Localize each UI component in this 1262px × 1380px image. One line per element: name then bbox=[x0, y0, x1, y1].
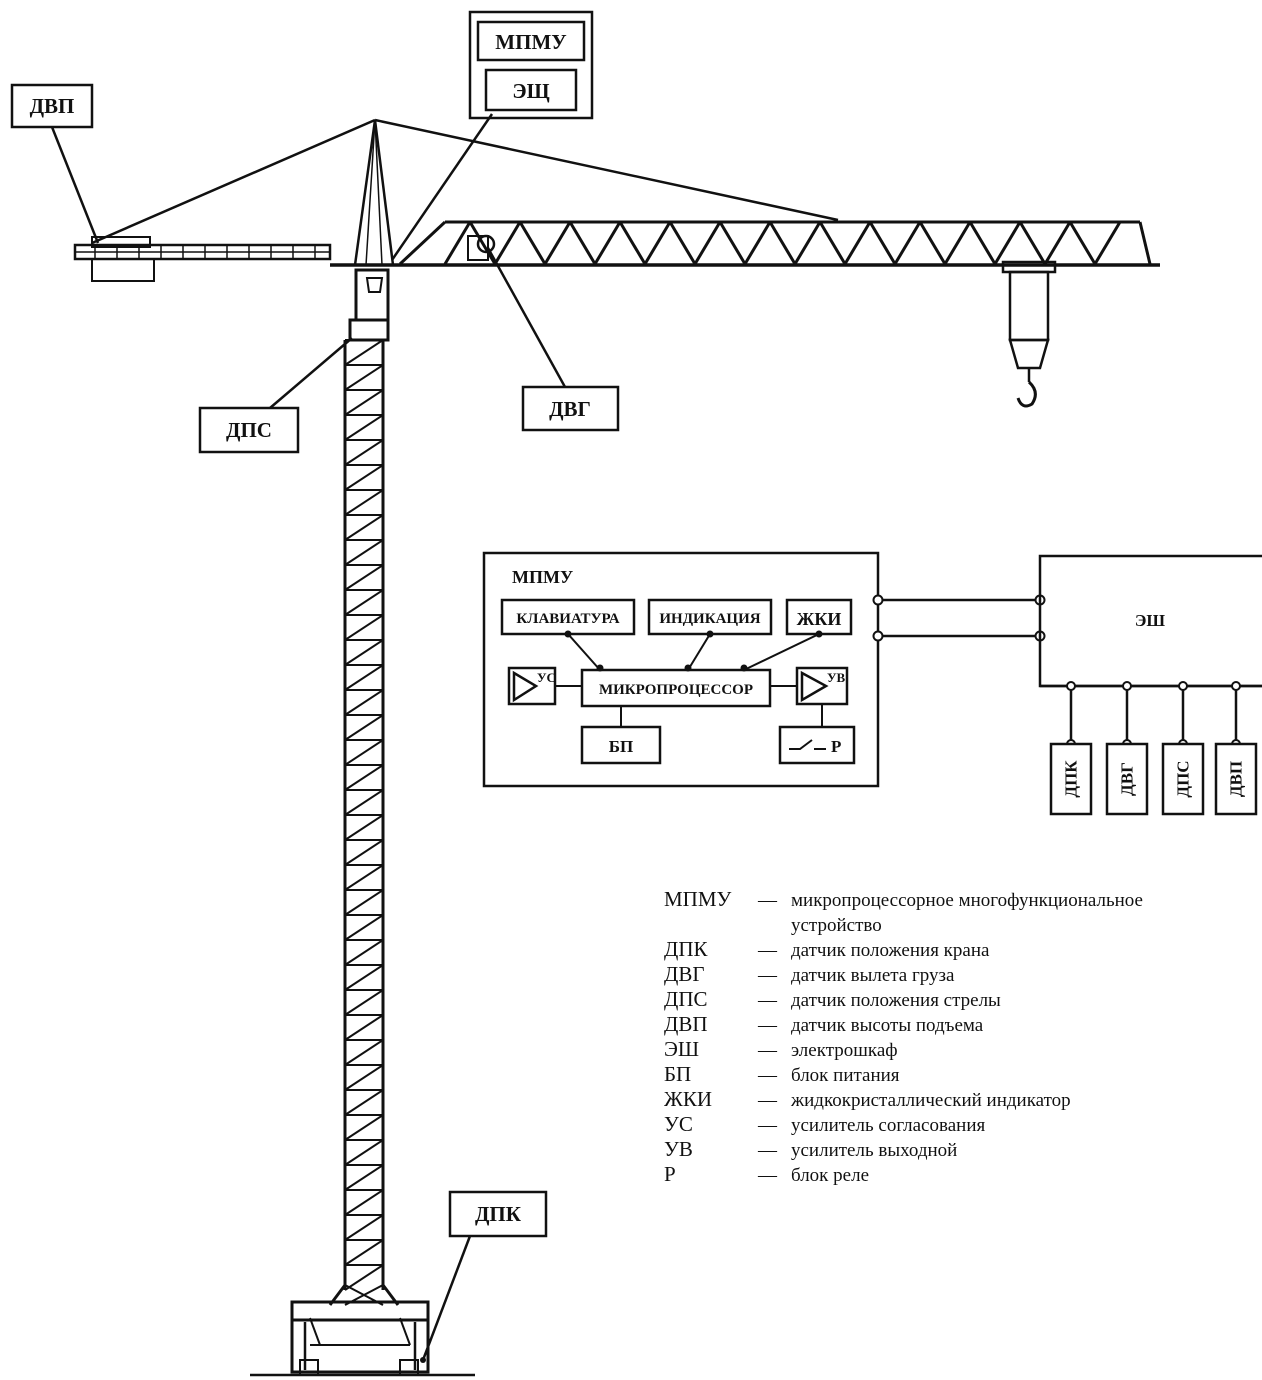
legend-abbr: ДПС bbox=[664, 987, 708, 1011]
sensor-box bbox=[1105, 742, 1149, 816]
sensor-boxes: ДПК ДВГ ДПС ДВП bbox=[1040, 681, 1262, 816]
legend-text: блок питания bbox=[791, 1065, 900, 1086]
legend-dash: — bbox=[757, 1090, 778, 1111]
block-diagram: МПМУ КЛАВИАТУРА ИНДИКАЦИЯ ЖКИ МИКРОПРОЦЕ… bbox=[482, 551, 1262, 816]
counter-jib bbox=[73, 236, 332, 282]
hook-block bbox=[1001, 260, 1057, 408]
legend-text: жидкокристаллический индикатор bbox=[790, 1090, 1071, 1111]
crane-tower bbox=[343, 339, 385, 1291]
legend-dash: — bbox=[757, 890, 778, 911]
esh-block: ЭШ bbox=[1135, 611, 1166, 630]
label-mpmu-crane: МПМУ bbox=[495, 30, 566, 54]
keyboard-block: КЛАВИАТУРА bbox=[516, 611, 619, 627]
jib-truss bbox=[398, 220, 1152, 266]
legend-text: устройство bbox=[791, 915, 882, 936]
legend-dash: — bbox=[757, 940, 778, 961]
label-esh-crane: ЭЩ bbox=[512, 79, 549, 103]
legend-abbr: ДВП bbox=[664, 1012, 708, 1036]
sensor-label-2: ДПС bbox=[1174, 760, 1193, 797]
cabin bbox=[354, 268, 390, 322]
legend-abbr: УВ bbox=[664, 1137, 693, 1161]
legend-text: микропроцессорное многофункциональное bbox=[791, 890, 1143, 911]
slewing-ring bbox=[348, 318, 390, 342]
legend-dash: — bbox=[757, 990, 778, 1011]
legend-abbr: Р bbox=[664, 1162, 676, 1186]
counterweight bbox=[91, 258, 155, 282]
legend-abbr: ДВГ bbox=[664, 962, 704, 986]
sensor-label-0: ДПК bbox=[1062, 760, 1081, 798]
legend-text: датчик положения стрелы bbox=[791, 990, 1001, 1011]
legend-abbr: МПМУ bbox=[664, 887, 732, 911]
label-dps: ДПС bbox=[226, 418, 272, 442]
legend-dash: — bbox=[757, 965, 778, 986]
legend-text: блок реле bbox=[791, 1165, 869, 1186]
legend-abbr: ЖКИ bbox=[664, 1087, 712, 1111]
legend-abbr: УС bbox=[664, 1112, 693, 1136]
relay-block: Р bbox=[831, 737, 841, 756]
legend-text: усилитель выходной bbox=[791, 1140, 957, 1161]
legend-text: датчик положения крана bbox=[791, 940, 990, 961]
crane-base bbox=[290, 1284, 430, 1376]
legend: МПМУ — микропроцессорное многофункциональн… bbox=[664, 887, 1143, 1186]
crane-callouts: ДВП МПМУ ЭЩ ДПС ДВГ ДПК bbox=[10, 10, 620, 1361]
sensor-label-3: ДВП bbox=[1227, 761, 1246, 797]
legend-dash: — bbox=[757, 1165, 778, 1186]
sensor-label-1: ДВГ bbox=[1118, 762, 1137, 796]
legend-dash: — bbox=[757, 1065, 778, 1086]
legend-text: электрошкаф bbox=[791, 1040, 898, 1061]
legend-text: усилитель согласования bbox=[791, 1115, 985, 1136]
indication-block: ИНДИКАЦИЯ bbox=[659, 611, 760, 627]
legend-text: датчик вылета груза bbox=[791, 965, 955, 986]
sensor-box bbox=[1214, 742, 1258, 816]
mpmu-title: МПМУ bbox=[512, 567, 573, 587]
counter-jib-tie bbox=[91, 118, 376, 245]
legend-abbr: БП bbox=[664, 1062, 691, 1086]
label-dvp: ДВП bbox=[30, 94, 75, 118]
label-dpk: ДПК bbox=[475, 1202, 522, 1226]
crane-apex bbox=[353, 119, 395, 266]
us-block: УС bbox=[537, 670, 556, 685]
bp-block: БП bbox=[609, 737, 633, 756]
legend-dash: — bbox=[757, 1140, 778, 1161]
legend-abbr: ДПК bbox=[664, 937, 708, 961]
sensor-box bbox=[1161, 742, 1205, 816]
legend-dash: — bbox=[757, 1040, 778, 1061]
legend-dash: — bbox=[757, 1115, 778, 1136]
legend-dash: — bbox=[757, 1015, 778, 1036]
lcd-block: ЖКИ bbox=[797, 609, 842, 629]
jib-tie bbox=[374, 118, 839, 222]
sensor-box bbox=[1049, 742, 1093, 816]
microprocessor-block: МИКРОПРОЦЕССОР bbox=[599, 682, 753, 698]
crane-structure bbox=[73, 118, 1160, 1377]
uv-block: УВ bbox=[827, 670, 846, 685]
legend-text: датчик высоты подъема bbox=[791, 1015, 984, 1036]
legend-abbr: ЭШ bbox=[664, 1037, 699, 1061]
label-dvg: ДВГ bbox=[549, 397, 591, 421]
